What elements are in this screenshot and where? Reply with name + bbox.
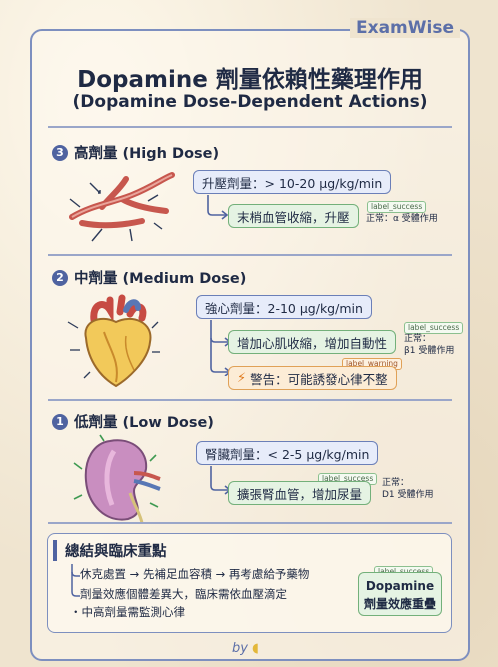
heart-illustration (67, 294, 160, 388)
summary-box-line-1: Dopamine (365, 579, 435, 593)
medium-dose-effect: 增加心肌收縮，增加自動性 (228, 330, 397, 354)
footer-credit: by ◖ (232, 641, 259, 656)
high-dose-header: 3 高劑量 (High Dose) (52, 142, 219, 163)
low-dose-header: 1 低劑量 (Low Dose) (52, 411, 214, 432)
kidney-illustration (73, 434, 161, 523)
high-receptor-note: 正常：α 受體作用 (366, 214, 438, 224)
step-number-2: 2 (52, 269, 68, 286)
high-dose-range: 升壓劑量：> 10-20 μg/kg/min (193, 170, 392, 194)
section-divider-1 (48, 254, 452, 256)
section-divider-2 (48, 399, 452, 401)
medium-dose-title: 中劑量 (Medium Dose) (74, 271, 247, 287)
page-title: Dopamine 劑量依賴性藥理作用 (77, 67, 423, 93)
low-receptor-note-1: 正常： (382, 478, 410, 488)
lightning-icon: ⚡ (237, 370, 247, 386)
summary-line-1: 休克處置 → 先補足血容積 → 再考慮給予藥物 (80, 567, 310, 581)
section-divider-3 (48, 522, 452, 524)
banana-logo-icon: ◖ (252, 641, 259, 656)
step-number-3: 3 (52, 144, 68, 161)
medium-receptor-note-2: β1 受體作用 (404, 346, 455, 356)
step-number-1: 1 (52, 413, 68, 430)
medium-warning-pill: ⚡ 警告：可能誘發心律不整 (228, 366, 397, 390)
summary-title: 總結與臨床重點 (53, 540, 167, 561)
brand-logo: ExamWise (350, 18, 460, 38)
low-dose-range: 腎臟劑量：< 2-5 μg/kg/min (196, 441, 379, 465)
low-dose-effect: 擴張腎血管，增加尿量 (228, 481, 372, 505)
summary-dopamine-box: Dopamine 劑量效應重疊 (358, 572, 442, 616)
high-dose-title: 高劑量 (High Dose) (74, 146, 220, 162)
summary-box-line-2: 劑量效應重疊 (363, 597, 436, 611)
summary-line-2: 劑量效應個體差異大，臨床需依血壓滴定 (80, 587, 287, 601)
high-connector-arrow (207, 195, 229, 220)
medium-dose-header: 2 中劑量 (Medium Dose) (52, 267, 246, 288)
medium-warning-text: 警告：可能誘發心律不整 (250, 371, 388, 387)
summary-connector (71, 564, 80, 597)
high-dose-effect: 末梢血管收縮，升壓 (228, 204, 359, 228)
high-success-tag: label_success (367, 201, 427, 213)
footer-by: by (232, 641, 248, 656)
blood-vessel-illustration (69, 172, 175, 242)
medium-dose-range: 強心劑量：2-10 μg/kg/min (196, 295, 372, 319)
title-divider (48, 126, 452, 128)
low-dose-title: 低劑量 (Low Dose) (74, 415, 214, 431)
medium-receptor-note-1: 正常： (404, 334, 432, 344)
low-receptor-note-2: D1 受體作用 (382, 490, 434, 500)
medium-success-tag: label_success (404, 322, 464, 334)
summary-line-3: ・中高劑量需監測心律 (70, 605, 185, 619)
page-subtitle: (Dopamine Dose-Dependent Actions) (72, 92, 428, 112)
